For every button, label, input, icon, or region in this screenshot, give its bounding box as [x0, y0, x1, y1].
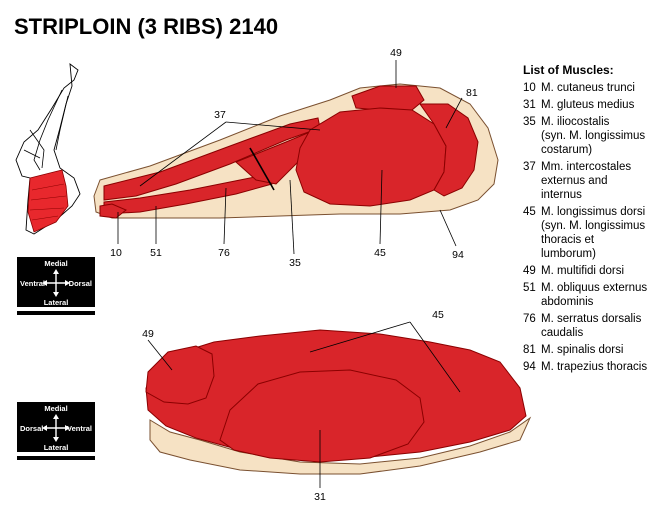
compass-bottom-lateral-label: Lateral	[44, 443, 69, 452]
compass-bottom-medial-label: Medial	[44, 404, 67, 413]
label-51: 51	[150, 247, 162, 259]
legend-item-name: M. cutaneus trunci	[541, 82, 635, 94]
muscle-31	[219, 369, 425, 463]
muscle-81	[419, 103, 479, 197]
legend-item-number: 51	[523, 282, 536, 294]
label-49-top: 49	[390, 47, 402, 59]
compass-bottom-ventral-label: Ventral	[67, 424, 92, 433]
muscle-49-bottom	[145, 345, 215, 405]
legend-item-name: M. spinalis dorsi	[541, 344, 624, 356]
legend-item-name: M. trapezius thoracis	[541, 361, 648, 373]
compass-top-ventral-label: Ventral	[20, 279, 45, 288]
label-81: 81	[466, 87, 478, 99]
compass-top-dorsal-label: Dorsal	[69, 279, 92, 288]
legend-item-number: 81	[523, 344, 536, 356]
label-10: 10	[110, 247, 122, 259]
legend-item-number: 45	[523, 206, 536, 218]
legend-item: 51 M. obliquus externus abdominis	[523, 281, 648, 309]
orientation-compass-top	[17, 257, 95, 315]
compass-bottom-dorsal-label: Dorsal	[20, 424, 43, 433]
legend-item-number: 76	[523, 313, 536, 325]
legend-item: 37 Mm. intercostales externus and internu…	[523, 160, 648, 202]
top-view-leader-lines	[117, 60, 463, 255]
legend-item-number: 31	[523, 99, 536, 111]
label-45-top: 45	[374, 247, 386, 259]
muscle-legend: List of Muscles: 10 M. cutaneus trunci 31…	[523, 63, 648, 377]
legend-item: 76 M. serratus dorsalis caudalis	[523, 312, 648, 340]
label-37: 37	[214, 109, 226, 121]
orientation-compass-bottom	[17, 402, 95, 460]
bottom-view-leader-lines	[147, 321, 461, 488]
muscle-37	[103, 117, 321, 201]
muscle-49	[351, 85, 425, 111]
legend-item: 45 M. longissimus dorsi (syn. M. longissi…	[523, 205, 648, 261]
label-31: 31	[314, 491, 326, 503]
legend-item-number: 37	[523, 161, 536, 173]
legend-item: 81 M. spinalis dorsi	[523, 343, 648, 357]
compass-top-lateral-label: Lateral	[44, 298, 69, 307]
legend-item-number: 10	[523, 82, 536, 94]
page-title: STRIPLOIN (3 RIBS) 2140	[14, 14, 279, 39]
label-49-bottom: 49	[142, 328, 154, 340]
legend-item-name: M. iliocostalis (syn. M. longissimus cos…	[541, 116, 646, 156]
legend-item: 10 M. cutaneus trunci	[523, 81, 648, 95]
bottom-view	[145, 329, 532, 475]
legend-item-name: M. longissimus dorsi (syn. M. longissimu…	[541, 206, 646, 260]
legend-item: 35 M. iliocostalis (syn. M. longissimus c…	[523, 115, 648, 157]
legend-item: 49 M. multifidi dorsi	[523, 264, 648, 278]
label-45-bottom: 45	[432, 309, 444, 321]
muscle-10	[99, 203, 127, 219]
legend-item-number: 35	[523, 116, 536, 128]
top-cross-section	[93, 83, 499, 219]
muscle-51	[103, 173, 273, 215]
legend-item: 94 M. trapezius thoracis	[523, 360, 648, 374]
label-76: 76	[218, 247, 230, 259]
legend-item-name: M. gluteus medius	[541, 99, 635, 111]
rib-cut-line	[249, 147, 275, 191]
legend-item-name: M. multifidi dorsi	[541, 265, 625, 277]
legend-item-name: M. obliquus externus abdominis	[541, 282, 648, 308]
legend-heading: List of Muscles:	[523, 63, 614, 77]
label-35: 35	[289, 257, 301, 269]
legend-item-name: Mm. intercostales externus and internus	[541, 161, 632, 201]
legend-item-name: M. serratus dorsalis caudalis	[541, 313, 642, 339]
legend-item-number: 49	[523, 265, 536, 277]
label-94: 94	[452, 249, 464, 261]
legend-item: 31 M. gluteus medius	[523, 98, 648, 112]
cut-location-highlight	[27, 169, 69, 233]
legend-item-number: 94	[523, 361, 536, 373]
compass-top-medial-label: Medial	[44, 259, 67, 268]
